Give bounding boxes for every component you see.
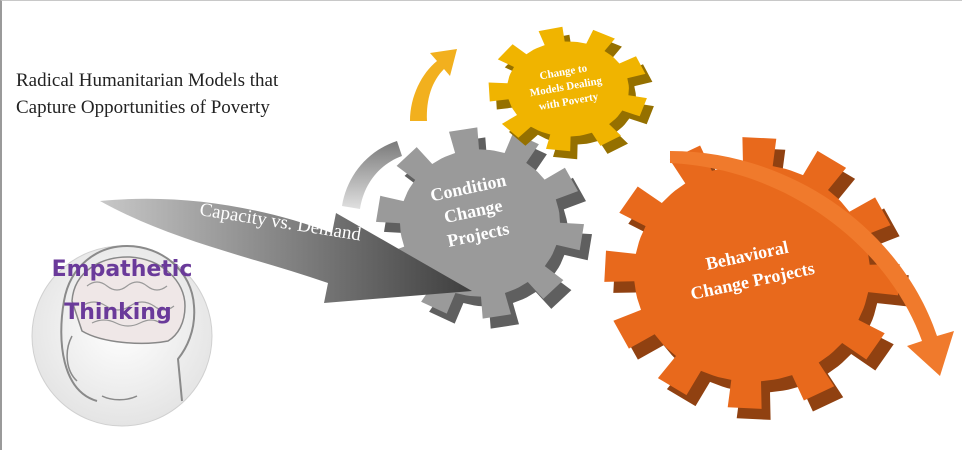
title-line-1: Radical Humanitarian Models that: [16, 70, 279, 91]
title-line-2: Capture Opportunities of Poverty: [16, 97, 270, 118]
head-illustration: Empathetic Thinking: [31, 244, 213, 427]
yellowGear-face: [488, 26, 647, 152]
empathetic-label-line2: Thinking: [64, 300, 171, 325]
diagram-title: Radical Humanitarian Models that Capture…: [16, 67, 336, 121]
orange-cycle-arrow: [670, 151, 954, 376]
gray-cycle-arrow: [342, 141, 402, 209]
empathetic-label-line1: Empathetic: [52, 257, 193, 282]
models-change-gear: [488, 26, 654, 160]
yellow-cycle-arrow: [410, 49, 457, 121]
